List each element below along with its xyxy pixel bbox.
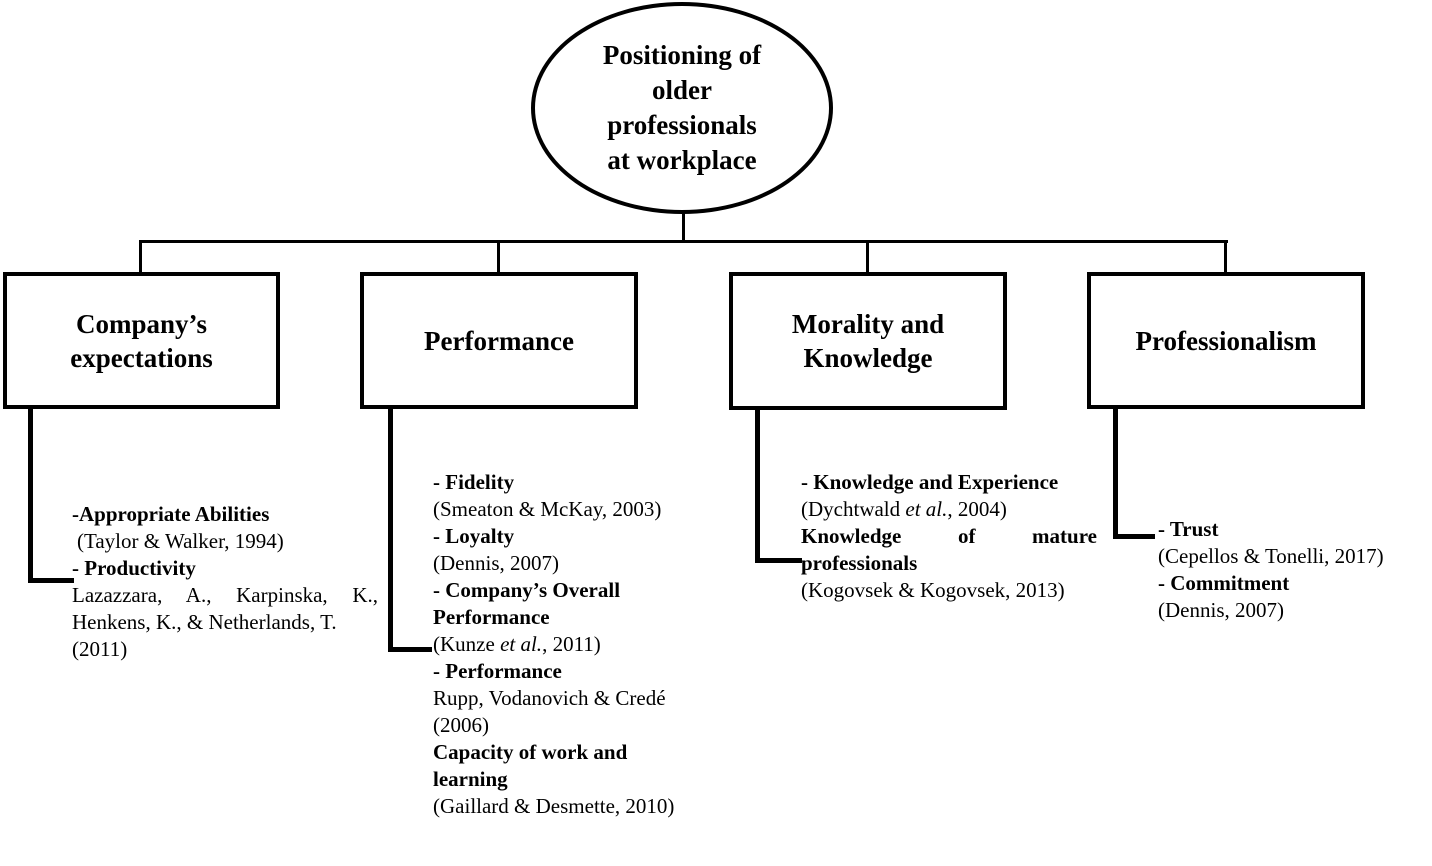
note-text-part: (Dychtwald <box>801 497 906 521</box>
box-morality-knowledge-label: Morality and Knowledge <box>791 309 945 373</box>
note-line: - Company’s Overall <box>433 578 621 602</box>
leaf-connector-professionalism-horizontal <box>1113 534 1155 539</box>
note-line: (2011) <box>72 637 128 661</box>
leaf-connector-morality-horizontal <box>755 558 802 563</box>
note-line: (Kunze et al., 2011) <box>433 631 725 658</box>
root-node-label-line: at workplace <box>607 145 757 175</box>
leaf-connector-morality-vertical <box>755 406 760 563</box>
note-line: (Smeaton & McKay, 2003) <box>433 497 662 521</box>
note-line: (Kogovsek & Kogovsek, 2013) <box>801 578 1065 602</box>
note-line: (Dennis, 2007) <box>433 551 559 575</box>
note-line: (Dychtwald et al., 2004) <box>801 496 1101 523</box>
box-company-expectations-label: Company’s expectations <box>70 308 213 373</box>
notes-morality-knowledge: - Knowledge and Experience (Dychtwald et… <box>801 469 1101 604</box>
note-text-part-italic: et al. <box>500 632 543 656</box>
note-line: Henkens, K., & Netherlands, T. <box>72 610 337 634</box>
box-morality-knowledge: Morality and Knowledge <box>729 272 1007 410</box>
leaf-connector-company-vertical <box>28 406 33 583</box>
note-line: learning <box>433 767 508 791</box>
note-line: Lazazzara, A., Karpinska, K., <box>72 583 378 607</box>
note-line: - Fidelity <box>433 470 515 494</box>
note-line: - Trust <box>1158 517 1219 541</box>
note-line: Knowledge of mature <box>801 524 1097 548</box>
connector-drop-morality <box>866 240 869 272</box>
note-line: professionals <box>801 551 918 575</box>
root-node-label-line: professionals <box>607 110 757 140</box>
connector-drop-company <box>139 240 142 272</box>
note-line: -Appropriate Abilities <box>72 502 270 526</box>
root-node-label-line: older <box>652 75 712 105</box>
box-performance: Performance <box>360 272 638 409</box>
box-professionalism-label: Professionalism <box>1135 325 1317 356</box>
root-node-label-line: Positioning of <box>602 40 762 70</box>
note-text-part: , 2004) <box>947 497 1007 521</box>
note-line: (Taylor & Walker, 1994) <box>77 529 284 553</box>
note-line: (Dennis, 2007) <box>1158 598 1284 622</box>
note-line: (Cepellos & Tonelli, 2017) <box>1158 544 1384 568</box>
leaf-connector-professionalism-vertical <box>1113 406 1118 539</box>
note-line: - Knowledge and Experience <box>801 470 1059 494</box>
note-line: Performance <box>433 605 550 629</box>
notes-professionalism: - Trust (Cepellos & Tonelli, 2017) - Com… <box>1158 516 1418 624</box>
notes-performance: - Fidelity (Smeaton & McKay, 2003) - Loy… <box>433 469 725 820</box>
note-text-part: , 2011) <box>542 632 601 656</box>
box-performance-label: Performance <box>424 325 574 356</box>
note-text-part: (Kunze <box>433 632 501 656</box>
leaf-connector-company-horizontal <box>28 578 74 583</box>
note-line: - Productivity <box>72 556 196 580</box>
note-line: - Commitment <box>1158 571 1290 595</box>
connector-drop-performance <box>497 240 500 272</box>
note-line: (Gaillard & Desmette, 2010) <box>433 794 675 818</box>
note-text-part-italic: et al. <box>905 497 948 521</box>
note-line: - Loyalty <box>433 524 515 548</box>
leaf-connector-performance-horizontal <box>388 647 432 652</box>
note-line: (2006) <box>433 713 489 737</box>
connector-main-bar <box>139 240 1228 243</box>
note-line: Rupp, Vodanovich & Credé <box>433 686 666 710</box>
root-node: Positioning of older professionals at wo… <box>531 2 833 214</box>
notes-company-expectations: -Appropriate Abilities (Taylor & Walker,… <box>72 501 380 663</box>
box-company-expectations: Company’s expectations <box>3 272 280 409</box>
note-line: Capacity of work and <box>433 740 628 764</box>
leaf-connector-performance-vertical <box>388 406 393 652</box>
connector-root-riser <box>682 212 685 242</box>
connector-drop-professionalism <box>1224 240 1227 272</box>
note-line: - Performance <box>433 659 562 683</box>
box-professionalism: Professionalism <box>1087 272 1365 409</box>
